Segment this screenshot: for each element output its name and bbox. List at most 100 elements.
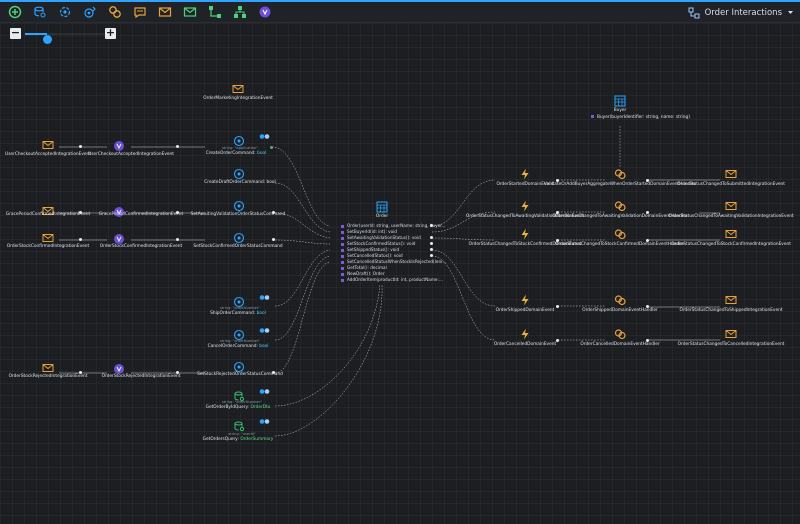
connector-dot bbox=[272, 211, 275, 214]
policy-label: OrderStockRejectedIntegrationEvent bbox=[101, 374, 181, 379]
domain-event-icon[interactable] bbox=[519, 200, 531, 212]
integration-event-label: OrderStatusChangedToAwaitingValidationIn… bbox=[668, 214, 794, 219]
connector-dot bbox=[646, 339, 649, 342]
command-icon[interactable] bbox=[233, 135, 245, 147]
connector-dot bbox=[556, 211, 559, 214]
connector-dot bbox=[79, 371, 82, 374]
view-select[interactable]: Order Interactions bbox=[688, 5, 794, 20]
policy-icon[interactable] bbox=[113, 206, 125, 218]
settings-refresh-icon[interactable] bbox=[83, 5, 97, 19]
shield-icon[interactable] bbox=[258, 5, 272, 19]
command-icon[interactable] bbox=[233, 168, 245, 180]
envelope-icon[interactable] bbox=[158, 5, 172, 19]
command-icon[interactable] bbox=[233, 200, 245, 212]
links-icon[interactable] bbox=[108, 5, 122, 19]
add-icon[interactable] bbox=[8, 5, 22, 19]
database-search-icon[interactable] bbox=[33, 5, 47, 19]
connector-dot bbox=[176, 371, 179, 374]
aggregate-member[interactable]: SetShippedStatus(): void bbox=[341, 247, 399, 252]
envelope-icon[interactable] bbox=[725, 328, 737, 340]
query-icon[interactable] bbox=[233, 420, 245, 432]
aggregate-member[interactable]: SetCancelledStatus(): void bbox=[341, 253, 403, 258]
connector-dot bbox=[79, 145, 82, 148]
connector-dot bbox=[430, 254, 433, 257]
command-icon[interactable] bbox=[233, 296, 245, 308]
aggregate-member[interactable]: AddOrderItem(productId: int, productName… bbox=[341, 277, 443, 282]
connector-dot bbox=[272, 238, 275, 241]
zoom-slider-thumb[interactable] bbox=[43, 35, 53, 44]
envelope-icon[interactable] bbox=[725, 168, 737, 180]
envelope-icon[interactable] bbox=[232, 83, 244, 95]
zoom-slider[interactable] bbox=[25, 33, 105, 44]
command-params: string: "orderNumber" bbox=[220, 306, 260, 310]
query-params: string: "userId" bbox=[228, 432, 256, 436]
edge bbox=[274, 261, 331, 374]
domain-event-icon[interactable] bbox=[519, 328, 531, 340]
hierarchy-alt-icon[interactable] bbox=[233, 5, 247, 19]
comment-icon[interactable] bbox=[133, 5, 147, 19]
command-icon[interactable] bbox=[233, 232, 245, 244]
policy-icon[interactable] bbox=[113, 233, 125, 245]
zoom-in-button[interactable]: + bbox=[105, 26, 116, 39]
domain-event-label: OrderStatusChangedToStockConfirmedDomain… bbox=[468, 242, 582, 247]
diagram-view-icon bbox=[688, 7, 700, 18]
zoom-control: − + bbox=[10, 26, 116, 44]
event-handler-icon[interactable] bbox=[614, 294, 626, 306]
query-label: GetOrderByIdQuery: OrderDto bbox=[205, 405, 271, 410]
connector-dot bbox=[430, 248, 433, 251]
envelope-green-icon[interactable] bbox=[183, 5, 197, 19]
handler-icon bbox=[259, 294, 271, 301]
event-handler-icon[interactable] bbox=[614, 228, 626, 240]
query-icon[interactable] bbox=[233, 390, 245, 402]
edge bbox=[274, 249, 331, 307]
handler-icon bbox=[259, 133, 271, 140]
integration-event-label: OrderStatusChangedToStockConfirmedIntegr… bbox=[671, 242, 791, 247]
connector-dot bbox=[556, 179, 559, 182]
aggregate-member[interactable]: SetCancelledStatusWhenStockIsRejected(Ie… bbox=[341, 259, 446, 264]
integration-event-label: OrderMarketingIntegrationEvent bbox=[203, 96, 273, 101]
command-params: string: "application" bbox=[222, 146, 258, 150]
aggregate-member[interactable]: GetTotal(): decimal bbox=[341, 265, 387, 270]
aggregate-member[interactable]: SetBuyerId(id: int): void bbox=[341, 229, 397, 234]
edge bbox=[431, 179, 496, 227]
output-port[interactable] bbox=[270, 146, 273, 149]
diagram-canvas[interactable] bbox=[0, 23, 800, 524]
envelope-icon[interactable] bbox=[725, 200, 737, 212]
aggregate-table-icon[interactable] bbox=[614, 95, 626, 107]
command-params: string: "orderNumber" bbox=[220, 339, 260, 343]
envelope-icon[interactable] bbox=[725, 228, 737, 240]
settings-cycle-icon[interactable] bbox=[58, 5, 72, 19]
aggregate-member[interactable]: SetAwaitingValidationStatus(): void bbox=[341, 235, 421, 240]
command-label: CancelOrderCommand: bool bbox=[207, 344, 269, 349]
envelope-icon[interactable] bbox=[42, 205, 54, 217]
zoom-out-button[interactable]: − bbox=[10, 26, 21, 39]
command-label: CreateDraftOrderCommand: bool bbox=[204, 180, 276, 185]
command-icon[interactable] bbox=[233, 361, 245, 373]
connector-dot bbox=[646, 239, 649, 242]
event-handler-icon[interactable] bbox=[614, 328, 626, 340]
command-icon[interactable] bbox=[233, 329, 245, 341]
event-handler-icon[interactable] bbox=[614, 200, 626, 212]
connector-dot bbox=[556, 305, 559, 308]
domain-event-icon[interactable] bbox=[519, 228, 531, 240]
aggregate-member[interactable]: NewDraft(): Order bbox=[341, 271, 385, 276]
envelope-icon[interactable] bbox=[42, 362, 54, 374]
domain-event-icon[interactable] bbox=[519, 294, 531, 306]
aggregate-member[interactable]: Order(userId: string, userName: string, … bbox=[341, 223, 446, 228]
order-aggregate[interactable]: Order Order(userId: string, userName: st… bbox=[335, 201, 446, 289]
aggregate-member[interactable]: SetStockConfirmedStatus(): void bbox=[341, 241, 415, 246]
edge bbox=[431, 249, 496, 307]
policy-label: GracePeriodConfirmedIntegrationEvent bbox=[98, 212, 184, 217]
domain-event-icon[interactable] bbox=[519, 168, 531, 180]
policy-icon[interactable] bbox=[113, 140, 125, 152]
connector-dot bbox=[430, 236, 433, 239]
handler-icon bbox=[259, 418, 271, 425]
policy-icon[interactable] bbox=[113, 363, 125, 375]
event-handler-icon[interactable] bbox=[614, 168, 626, 180]
envelope-icon[interactable] bbox=[42, 232, 54, 244]
envelope-icon[interactable] bbox=[42, 139, 54, 151]
hierarchy-icon[interactable] bbox=[208, 5, 222, 19]
query-label: GetOrdersQuery: OrderSummary bbox=[202, 437, 274, 442]
policy-label: OrderStockConfirmedIntegrationEvent bbox=[99, 244, 183, 249]
envelope-icon[interactable] bbox=[725, 294, 737, 306]
